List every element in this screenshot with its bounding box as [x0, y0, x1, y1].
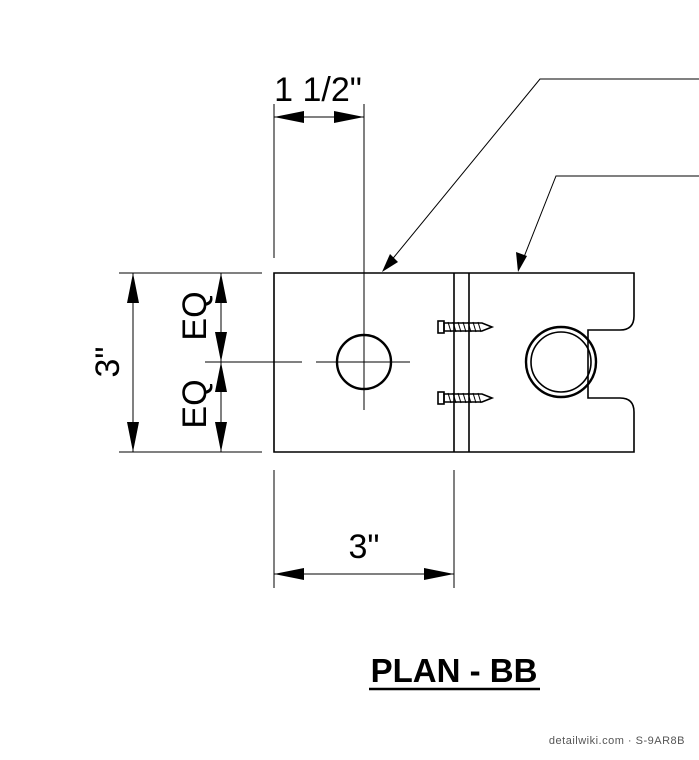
drawing-title: PLAN - BB	[369, 652, 540, 691]
leader-line-plate	[389, 78, 699, 263]
eq-label-upper: EQ	[176, 291, 214, 340]
dimension-label-top: 1 1/2"	[274, 71, 362, 109]
dimension-label-bottom: 3"	[349, 528, 380, 566]
screw-upper-shank	[443, 322, 495, 332]
leader-arrow-plate	[382, 254, 398, 272]
dimension-top: 1 1/2"	[273, 71, 365, 300]
watermark-text: detailwiki.com · S-9AR8B	[549, 735, 685, 747]
eq-arrow-mid-up	[215, 332, 227, 362]
bolt-hole	[316, 300, 410, 410]
dimension-eq: EQ EQ	[176, 273, 227, 452]
screw-lower-threads	[447, 392, 482, 404]
dimension-arrow-top-right	[334, 111, 364, 123]
plate-outline	[273, 272, 635, 453]
dimension-bottom: 3"	[273, 470, 455, 588]
leader-line-bracket	[521, 175, 699, 263]
screw-lower-head	[437, 391, 445, 405]
plate-body	[273, 272, 635, 453]
eq-arrow-top	[215, 273, 227, 303]
rod-section	[524, 325, 598, 399]
title-text: PLAN - BB	[371, 652, 538, 689]
dimension-arrow-left-top	[127, 273, 139, 303]
rod-inner-circle	[530, 331, 592, 393]
rod-outer-circle	[524, 325, 598, 399]
dimension-arrow-bottom-right	[424, 568, 454, 580]
eq-arrow-bottom	[215, 422, 227, 452]
dimension-arrow-left-bottom	[127, 422, 139, 452]
dimension-arrow-top-left	[274, 111, 304, 123]
screw-upper-threads	[447, 321, 482, 333]
screw-lower	[437, 391, 495, 405]
screw-lower-shank	[443, 393, 495, 403]
leader-arrow-bracket	[516, 252, 527, 272]
dimension-arrow-bottom-left	[274, 568, 304, 580]
eq-arrow-mid-down	[215, 362, 227, 392]
screw-upper-head	[437, 320, 445, 334]
leader-lines	[382, 78, 699, 272]
dimension-label-left: 3"	[89, 347, 127, 378]
screw-upper	[437, 320, 495, 334]
eq-label-lower: EQ	[176, 379, 214, 428]
